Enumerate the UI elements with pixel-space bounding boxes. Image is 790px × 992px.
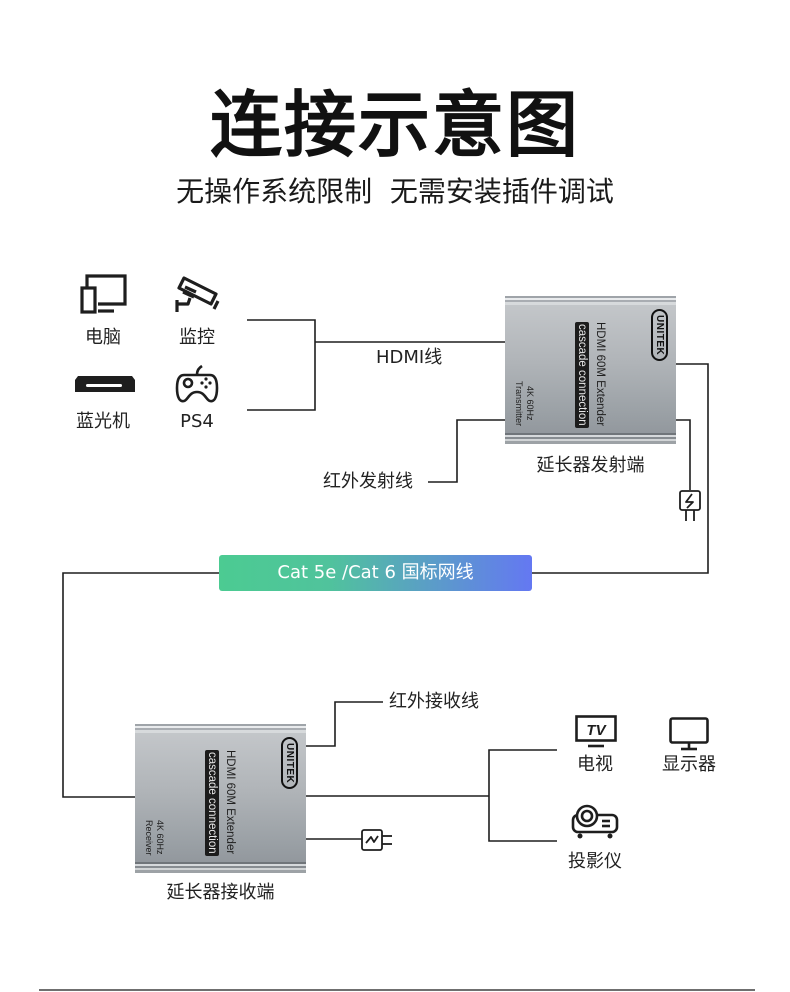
device-rail-top — [135, 724, 306, 733]
power-adapter-icon — [678, 490, 702, 522]
hdmi-cable-label: HDMI线 — [376, 347, 443, 368]
monitor-icon — [669, 717, 709, 751]
bottom-divider — [39, 989, 755, 991]
wire-display-branch — [488, 749, 557, 842]
device-rail-bottom — [505, 433, 676, 444]
wire-ir-receive — [306, 701, 383, 747]
feature-label: cascade connection — [575, 322, 589, 428]
brand-logo: UNITEK — [651, 309, 668, 362]
page-title: 连接示意图 — [209, 83, 580, 167]
wire-source-top — [247, 319, 316, 411]
gamepad-icon — [175, 364, 219, 404]
brand-logo: UNITEK — [281, 737, 298, 790]
computer-icon — [80, 274, 128, 316]
source-label-surveillance: 监控 — [179, 327, 215, 348]
source-label-blu-ray: 蓝光机 — [76, 411, 130, 432]
transmitter-caption: 延长器发射端 — [536, 455, 645, 476]
source-label-ps4: PS4 — [180, 411, 214, 432]
product-name: HDMI 60M Extender — [224, 750, 236, 855]
role-label: Transmitter — [514, 381, 524, 427]
source-label-computer: 电脑 — [85, 327, 121, 348]
wire-ir-transmit — [428, 419, 505, 483]
ir-receive-cable-label: 红外接收线 — [389, 691, 479, 712]
display-label-projector: 投影仪 — [568, 851, 622, 872]
display-label-monitor: 显示器 — [662, 754, 716, 775]
wire-network-left — [62, 572, 219, 798]
network-cable-badge: Cat 5e /Cat 6 国标网线 — [219, 555, 532, 591]
wire-transmitter-power — [676, 419, 691, 490]
receiver-device: UNITEK HDMI 60M Extender cascade connect… — [135, 724, 306, 873]
ir-transmit-cable-label: 红外发射线 — [323, 471, 413, 492]
receiver-caption: 延长器接收端 — [166, 882, 275, 903]
surveillance-camera-icon — [174, 274, 222, 316]
role-label: Receiver — [144, 820, 154, 856]
page-subtitle: 无操作系统限制 无需安装插件调试 — [176, 175, 614, 208]
tv-icon: TV — [575, 715, 617, 749]
product-name: HDMI 60M Extender — [594, 322, 606, 427]
spec-label: 4K 60Hz — [155, 820, 165, 855]
device-rail-bottom — [135, 862, 306, 873]
wire-network-right — [532, 363, 709, 574]
feature-label: cascade connection — [205, 750, 219, 856]
transmitter-device: UNITEK HDMI 60M Extender cascade connect… — [505, 296, 676, 444]
display-label-tv: 电视 — [577, 754, 613, 775]
tv-icon-text: TV — [586, 722, 607, 739]
power-adapter-icon — [361, 828, 393, 852]
device-rail-top — [505, 296, 676, 305]
projector-icon — [571, 802, 619, 840]
spec-label: 4K 60Hz — [525, 386, 535, 421]
blu-ray-player-icon — [74, 374, 136, 394]
